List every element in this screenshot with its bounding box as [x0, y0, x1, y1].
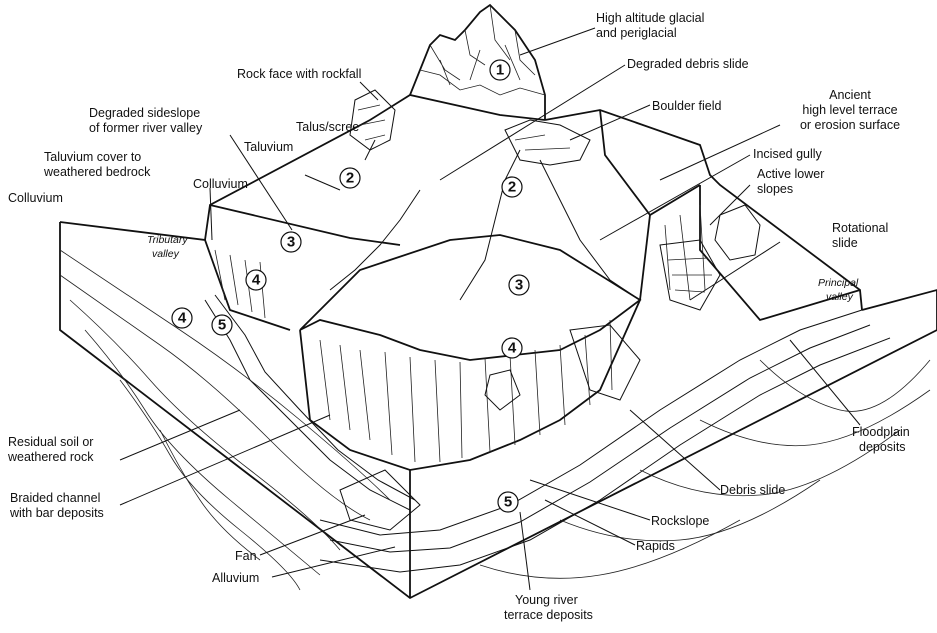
label-incised-gully: Incised gully: [753, 147, 823, 161]
label-ancient-terrace-1: Ancient: [829, 88, 871, 102]
zone-marker-5-tributary: 5: [212, 315, 232, 335]
label-rotational-slide-2: slide: [832, 236, 858, 250]
label-talus-scree: Talus/scree: [296, 120, 359, 134]
label-young-river-2: terrace deposits: [504, 608, 593, 622]
svg-text:5: 5: [504, 494, 512, 511]
svg-text:2: 2: [508, 179, 516, 196]
svg-text:3: 3: [287, 234, 295, 251]
mountain-peak: [410, 5, 545, 120]
label-taluvium-cover-1: Taluvium cover to: [44, 150, 141, 164]
zone-marker-2-ridge: 2: [502, 177, 522, 197]
label-degraded-sideslope-2: of former river valley: [89, 121, 203, 135]
label-colluvium-upper: Colluvium: [193, 177, 248, 191]
label-rapids: Rapids: [636, 539, 675, 553]
svg-text:2: 2: [346, 170, 354, 187]
label-fan: Fan: [235, 549, 257, 563]
svg-text:3: 3: [515, 277, 523, 294]
label-high-altitude-1: High altitude glacial: [596, 11, 704, 25]
zone-marker-3-central: 3: [509, 275, 529, 295]
label-active-lower-1: Active lower: [757, 167, 824, 181]
label-taluvium-cover-2: weathered bedrock: [43, 165, 151, 179]
svg-text:5: 5: [218, 317, 226, 334]
label-degraded-debris-slide: Degraded debris slide: [627, 57, 749, 71]
svg-text:4: 4: [508, 340, 517, 357]
label-young-river-1: Young river: [515, 593, 578, 607]
label-tributary-valley-1: Tributary: [147, 234, 188, 246]
label-colluvium-left: Colluvium: [8, 191, 63, 205]
label-braided-channel-1: Braided channel: [10, 491, 100, 505]
label-ancient-terrace-2: high level terrace: [802, 103, 897, 117]
bedrock-strata: [60, 250, 930, 590]
label-principal-valley-2: valley: [826, 291, 854, 303]
svg-text:1: 1: [496, 62, 504, 79]
label-rock-face: Rock face with rockfall: [237, 67, 361, 81]
label-floodplain-2: deposits: [859, 440, 906, 454]
svg-text:4: 4: [252, 272, 261, 289]
zone-marker-5-river: 5: [498, 492, 518, 512]
label-tributary-valley-2: valley: [152, 248, 180, 260]
zone-marker-4-tributary: 4: [246, 270, 266, 290]
label-boulder-field: Boulder field: [652, 99, 722, 113]
label-debris-slide: Debris slide: [720, 483, 785, 497]
zone-marker-4-central: 4: [502, 338, 522, 358]
rock-patches: [350, 90, 760, 410]
svg-text:4: 4: [178, 310, 187, 327]
zone-marker-4-left: 4: [172, 308, 192, 328]
label-ancient-terrace-3: or erosion surface: [800, 118, 900, 132]
label-taluvium: Taluvium: [244, 140, 293, 154]
label-rockslope: Rockslope: [651, 514, 709, 528]
label-braided-channel-2: with bar deposits: [9, 506, 104, 520]
label-principal-valley-1: Principal: [818, 277, 859, 289]
label-active-lower-2: slopes: [757, 182, 793, 196]
label-residual-soil-2: weathered rock: [7, 450, 94, 464]
channels: [205, 150, 890, 572]
label-high-altitude-2: and periglacial: [596, 26, 677, 40]
label-alluvium: Alluvium: [212, 571, 259, 585]
label-rotational-slide-1: Rotational: [832, 221, 888, 235]
fan-and-slides: [340, 240, 720, 530]
label-residual-soil-1: Residual soil or: [8, 435, 93, 449]
zone-marker-1: 1: [490, 60, 510, 80]
label-degraded-sideslope-1: Degraded sideslope: [89, 106, 200, 120]
zone-marker-3-upper: 3: [281, 232, 301, 252]
label-floodplain-1: Floodplain: [852, 425, 910, 439]
zone-marker-2-upper: 2: [340, 168, 360, 188]
